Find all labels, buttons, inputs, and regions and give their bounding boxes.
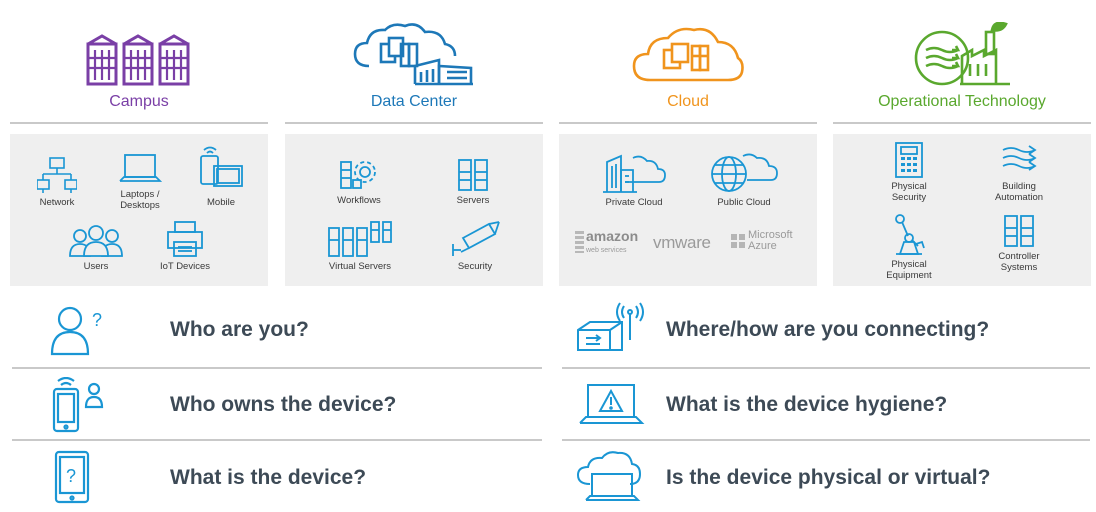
vmware-logo: vmware bbox=[653, 233, 711, 252]
question-text: Who are you? bbox=[170, 318, 309, 341]
question-where-connecting: Where/how are you connecting? bbox=[576, 302, 1076, 362]
column-campus: Campus Network Laptops / Desktops Mob bbox=[10, 0, 268, 290]
item-label: Physical Equipment bbox=[886, 259, 932, 281]
mobile-devices-icon bbox=[200, 146, 243, 187]
amazon-web-services-logo: amazon web services bbox=[575, 228, 639, 256]
item-label: Users bbox=[83, 261, 109, 272]
column-divider bbox=[285, 122, 543, 124]
user-question-icon: ? bbox=[50, 302, 140, 362]
buildings-icon bbox=[10, 22, 268, 88]
svg-text:?: ? bbox=[92, 310, 102, 330]
private-cloud-icon bbox=[603, 154, 666, 193]
question-divider bbox=[562, 439, 1090, 441]
question-divider bbox=[562, 367, 1090, 369]
item-iot-devices: IoT Devices bbox=[155, 220, 215, 272]
column-title-cloud: Cloud bbox=[667, 93, 709, 110]
question-text: Where/how are you connecting? bbox=[666, 318, 990, 341]
factory-icon bbox=[833, 22, 1091, 88]
column-title-operational-technology: Operational Technology bbox=[878, 93, 1046, 110]
item-physical-equipment: Physical Equipment bbox=[873, 212, 945, 281]
virtual-servers-icon bbox=[328, 221, 392, 257]
item-controller-systems: Controller Systems bbox=[981, 214, 1057, 273]
question-what-is-device: ? What is the device? bbox=[50, 450, 550, 510]
laptop-icon bbox=[119, 154, 162, 182]
item-servers: Servers bbox=[443, 158, 503, 206]
item-label: Physical Security bbox=[891, 181, 927, 203]
globe-cloud-icon bbox=[711, 153, 778, 192]
cloud-laptop-icon bbox=[576, 450, 666, 510]
azure-line1: Microsoft bbox=[748, 229, 793, 241]
controller-servers-icon bbox=[1004, 215, 1034, 247]
item-label: Mobile bbox=[207, 197, 235, 208]
column-operational-technology: Operational Technology Physical Security… bbox=[833, 0, 1091, 290]
users-icon bbox=[69, 225, 123, 257]
robot-arm-icon bbox=[895, 214, 925, 255]
item-building-automation: Building Automation bbox=[981, 142, 1057, 203]
panel-campus: Network Laptops / Desktops Mobile Users bbox=[10, 134, 268, 286]
amazon-subtitle: web services bbox=[586, 247, 627, 254]
laptop-warning-icon bbox=[576, 377, 666, 437]
keypad-icon bbox=[895, 142, 923, 178]
item-label: Workflows bbox=[337, 195, 381, 206]
printer-icon bbox=[167, 221, 203, 257]
phone-owner-icon bbox=[50, 376, 140, 437]
item-physical-security: Physical Security bbox=[873, 142, 945, 203]
amazon-word: amazon bbox=[586, 228, 639, 244]
panel-cloud: Private Cloud Public Cloud amazon web ser… bbox=[559, 134, 817, 286]
device-question-icon: ? bbox=[50, 450, 140, 510]
panel-data-center: Workflows Servers Virtual Servers bbox=[285, 134, 543, 286]
column-title-data-center: Data Center bbox=[370, 93, 458, 110]
column-divider bbox=[559, 122, 817, 124]
question-physical-or-virtual: Is the device physical or virtual? bbox=[576, 450, 1076, 510]
question-divider bbox=[12, 367, 542, 369]
item-label: Network bbox=[39, 197, 75, 208]
question-text: What is the device? bbox=[170, 466, 367, 489]
column-data-center: Data Center Workflows Servers bbox=[285, 0, 543, 290]
item-label: Security bbox=[457, 261, 493, 272]
column-divider bbox=[833, 122, 1091, 124]
item-virtual-servers: Virtual Servers bbox=[319, 220, 401, 272]
wireless-router-icon bbox=[576, 302, 666, 362]
item-public-cloud: Public Cloud bbox=[705, 152, 783, 208]
question-text: Who owns the device? bbox=[170, 393, 397, 416]
item-label: Public Cloud bbox=[717, 197, 771, 208]
item-label: Building Automation bbox=[994, 181, 1044, 203]
airflow-icon bbox=[1002, 145, 1037, 171]
cloud-servers-icon bbox=[559, 22, 817, 88]
azure-line2: Azure bbox=[748, 240, 777, 252]
workflow-gear-icon bbox=[340, 161, 376, 189]
item-security: Security bbox=[443, 220, 507, 272]
question-text: Is the device physical or virtual? bbox=[666, 466, 991, 489]
item-users: Users bbox=[68, 224, 124, 272]
item-mobile: Mobile bbox=[195, 144, 247, 208]
item-network: Network bbox=[32, 156, 82, 208]
security-camera-icon bbox=[452, 221, 500, 256]
item-label: Virtual Servers bbox=[328, 261, 392, 272]
item-label: Servers bbox=[456, 195, 490, 206]
svg-text:?: ? bbox=[66, 466, 76, 486]
question-divider bbox=[12, 439, 542, 441]
column-cloud: Cloud Private Cloud Public Cloud bbox=[559, 0, 817, 290]
network-icon bbox=[37, 157, 77, 193]
question-text: What is the device hygiene? bbox=[666, 393, 948, 416]
item-workflows: Workflows bbox=[323, 158, 395, 206]
column-divider bbox=[10, 122, 268, 124]
item-label: Private Cloud bbox=[605, 197, 663, 208]
datacenter-cloud-icon bbox=[285, 22, 543, 88]
servers-icon bbox=[458, 159, 488, 191]
column-title-campus: Campus bbox=[109, 93, 169, 110]
question-device-hygiene: What is the device hygiene? bbox=[576, 377, 1076, 437]
item-private-cloud: Private Cloud bbox=[595, 152, 673, 208]
item-label: IoT Devices bbox=[160, 261, 210, 272]
question-who-owns-device: Who owns the device? bbox=[50, 376, 550, 437]
question-who-are-you: ? Who are you? bbox=[50, 302, 550, 362]
item-label: Controller Systems bbox=[998, 251, 1040, 273]
windows-icon bbox=[731, 234, 745, 248]
item-laptops: Laptops / Desktops bbox=[110, 152, 170, 211]
item-label: Laptops / Desktops bbox=[120, 189, 160, 211]
panel-operational-technology: Physical Security Building Automation Ph… bbox=[833, 134, 1091, 286]
